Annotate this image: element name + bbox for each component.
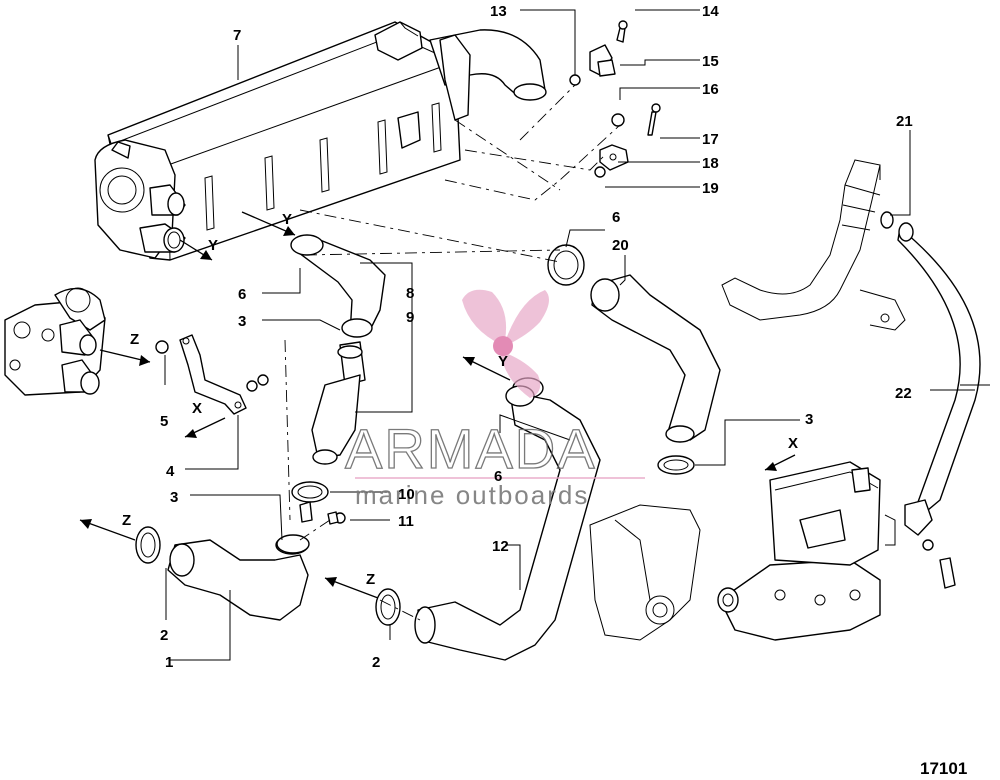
watermark-brand: ARMADA [345,417,597,480]
sensor-hardware [569,20,661,178]
callout-11: 11 [398,513,414,530]
hose-20 [590,274,721,443]
callout-9: 9 [406,309,414,326]
hose-and-tube [290,234,386,465]
support-bracket [155,334,269,415]
callout-2-centre: 2 [372,654,380,671]
callout-12: 12 [492,538,509,555]
callout-2-left: 2 [160,627,168,644]
marker-y-1: Y [208,237,218,254]
callout-labels: 7 13 14 15 16 17 18 19 21 22 6 20 6 3 8 … [160,3,913,671]
callout-6-centre: 6 [494,468,502,485]
long-hose [897,222,981,589]
callout-10: 10 [398,486,415,503]
callout-22: 22 [895,385,912,402]
callout-5: 5 [160,413,168,430]
figure-number: 17101 [920,759,967,778]
engine-side-pipe [721,159,906,331]
propeller-logo [462,289,549,398]
callout-6-top: 6 [612,209,620,226]
callout-13: 13 [490,3,507,20]
callout-7: 7 [233,27,241,44]
marker-y-2: Y [282,211,292,228]
seawater-pump [4,287,106,396]
hose-12 [414,385,601,661]
marker-x-1: X [192,400,202,417]
callout-8: 8 [406,285,414,302]
callout-1: 1 [165,654,173,671]
callout-3-right: 3 [805,411,813,428]
clamp-10 [291,481,346,525]
engine-bracket [589,504,701,641]
marker-z-3: Z [366,571,375,588]
marker-y-3: Y [498,353,508,370]
marker-z-1: Z [130,331,139,348]
watermark: ARMADA marine outboards [344,289,645,510]
callout-21: 21 [896,113,913,130]
direction-arrows [79,211,796,599]
callout-17: 17 [702,131,719,148]
callout-6-left: 6 [238,286,246,303]
callout-4: 4 [166,463,175,480]
callout-18: 18 [702,155,719,172]
intercooler [94,21,547,261]
injection-pump [717,461,896,641]
callout-15: 15 [702,53,719,70]
center-lines [284,84,621,621]
leader-lines [164,9,990,661]
view-markers: Y Y Y X X Z Z Z [122,211,798,588]
callout-3-left: 3 [238,313,246,330]
callout-3-lower: 3 [170,489,178,506]
marker-x-2: X [788,435,798,452]
callout-16: 16 [702,81,719,98]
callout-19: 19 [702,180,719,197]
marker-z-2: Z [122,512,131,529]
callout-14: 14 [702,3,719,20]
callout-20: 20 [612,237,629,254]
watermark-tagline: marine outboards [355,480,589,510]
